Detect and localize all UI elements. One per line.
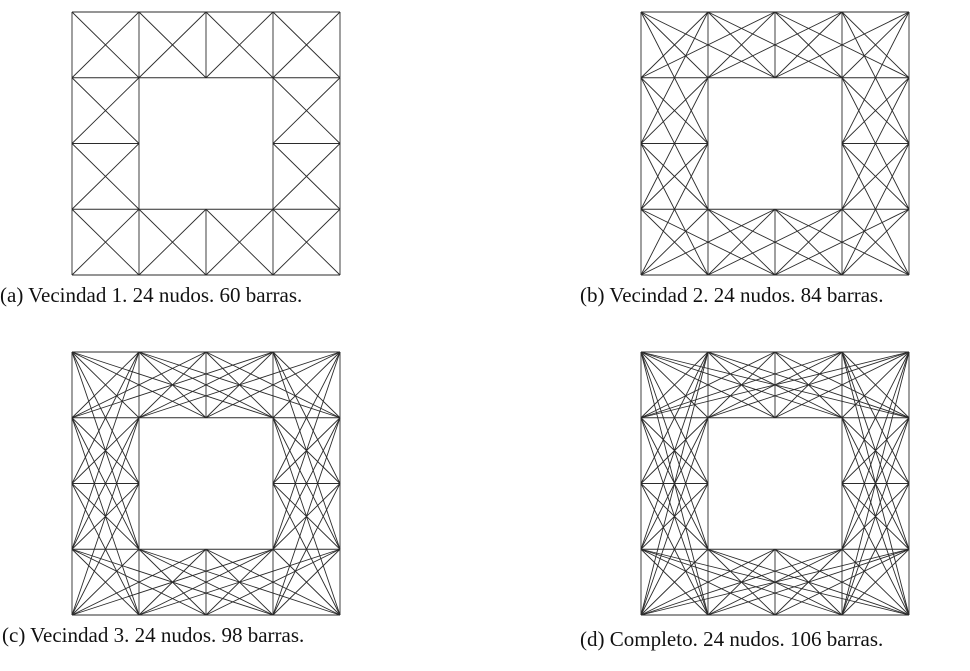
- truss-bar: [205, 208, 274, 276]
- caption-c: (c) Vecindad 3. 24 nudos. 98 barras.: [2, 623, 305, 647]
- truss-bar: [272, 548, 341, 616]
- truss-bar: [71, 208, 140, 276]
- truss-bar: [640, 77, 709, 144]
- truss-bar: [841, 417, 910, 550]
- truss-bar: [707, 351, 910, 419]
- truss-bar: [841, 77, 910, 144]
- truss-bar: [707, 548, 910, 616]
- truss-bar: [272, 351, 341, 419]
- truss-bar: [640, 483, 709, 616]
- truss-bar: [71, 351, 140, 484]
- truss-bar: [774, 208, 843, 276]
- truss-bar: [71, 351, 207, 419]
- truss-bar: [272, 417, 341, 550]
- truss-bar: [707, 548, 843, 616]
- truss-bar: [841, 11, 910, 79]
- truss-bar: [841, 143, 910, 210]
- truss-bar: [640, 548, 843, 616]
- truss-bar: [774, 548, 910, 616]
- truss-bar: [640, 351, 709, 550]
- truss-bar: [640, 208, 709, 276]
- truss-bar: [138, 11, 207, 79]
- truss-diagram-b: [640, 11, 910, 276]
- truss-bar: [841, 143, 910, 276]
- truss-bar: [640, 417, 709, 616]
- truss-bar: [138, 351, 274, 419]
- truss-diagram-c: [71, 351, 341, 616]
- truss-bar: [774, 351, 910, 419]
- truss-bar: [640, 77, 709, 210]
- truss-bar: [774, 208, 910, 276]
- truss-bar: [640, 143, 709, 210]
- truss-diagram-d: [640, 351, 910, 616]
- truss-bar: [640, 143, 709, 276]
- truss-bar: [841, 208, 910, 276]
- truss-bar: [640, 351, 843, 419]
- truss-bar: [841, 11, 910, 144]
- truss-bar: [774, 11, 843, 79]
- truss-bar: [205, 351, 341, 419]
- truss-bar: [71, 548, 207, 616]
- truss-bar: [71, 417, 140, 550]
- truss-diagram-a: [71, 11, 341, 276]
- truss-bar: [71, 11, 140, 79]
- truss-bar: [71, 351, 140, 419]
- truss-bar: [205, 548, 341, 616]
- truss-bar: [138, 208, 207, 276]
- truss-bar: [272, 143, 341, 210]
- truss-bar: [841, 548, 910, 616]
- truss-bar: [841, 77, 910, 210]
- truss-bar: [71, 351, 140, 550]
- truss-bar: [640, 11, 709, 144]
- truss-bar: [707, 11, 776, 79]
- truss-bar: [640, 351, 709, 419]
- truss-bar: [640, 11, 776, 79]
- truss-bar: [138, 351, 341, 419]
- truss-bar: [272, 483, 341, 616]
- truss-bar: [138, 548, 341, 616]
- truss-bar: [272, 77, 341, 144]
- truss-bar: [71, 417, 140, 616]
- truss-bar: [272, 351, 341, 484]
- truss-bar: [640, 548, 709, 616]
- truss-bar: [640, 208, 776, 276]
- truss-bar: [272, 11, 341, 79]
- truss-bar: [640, 417, 709, 550]
- truss-bar: [841, 417, 910, 616]
- truss-bar: [272, 208, 341, 276]
- truss-bar: [71, 548, 140, 616]
- truss-bar: [707, 11, 843, 79]
- caption-a: (a) Vecindad 1. 24 nudos. 60 barras.: [0, 283, 303, 307]
- truss-bar: [71, 77, 140, 144]
- truss-bar: [71, 143, 140, 210]
- truss-bar: [205, 11, 274, 79]
- truss-bar: [841, 483, 910, 616]
- truss-bar: [71, 483, 140, 616]
- truss-bar: [640, 351, 776, 419]
- truss-bar: [71, 351, 274, 419]
- truss-bar: [71, 548, 274, 616]
- truss-bar: [841, 351, 910, 550]
- truss-bar: [774, 11, 910, 79]
- truss-bar: [841, 351, 910, 419]
- truss-bar: [640, 548, 776, 616]
- caption-b: (b) Vecindad 2. 24 nudos. 84 barras.: [580, 283, 884, 307]
- truss-bar: [640, 11, 709, 79]
- truss-bar: [640, 351, 709, 484]
- truss-bar: [272, 351, 341, 550]
- truss-bar: [138, 548, 274, 616]
- truss-bar: [707, 351, 843, 419]
- caption-d: (d) Completo. 24 nudos. 106 barras.: [580, 627, 884, 651]
- truss-bar: [272, 417, 341, 616]
- truss-bar: [841, 351, 910, 484]
- truss-bar: [707, 208, 843, 276]
- truss-bar: [707, 208, 776, 276]
